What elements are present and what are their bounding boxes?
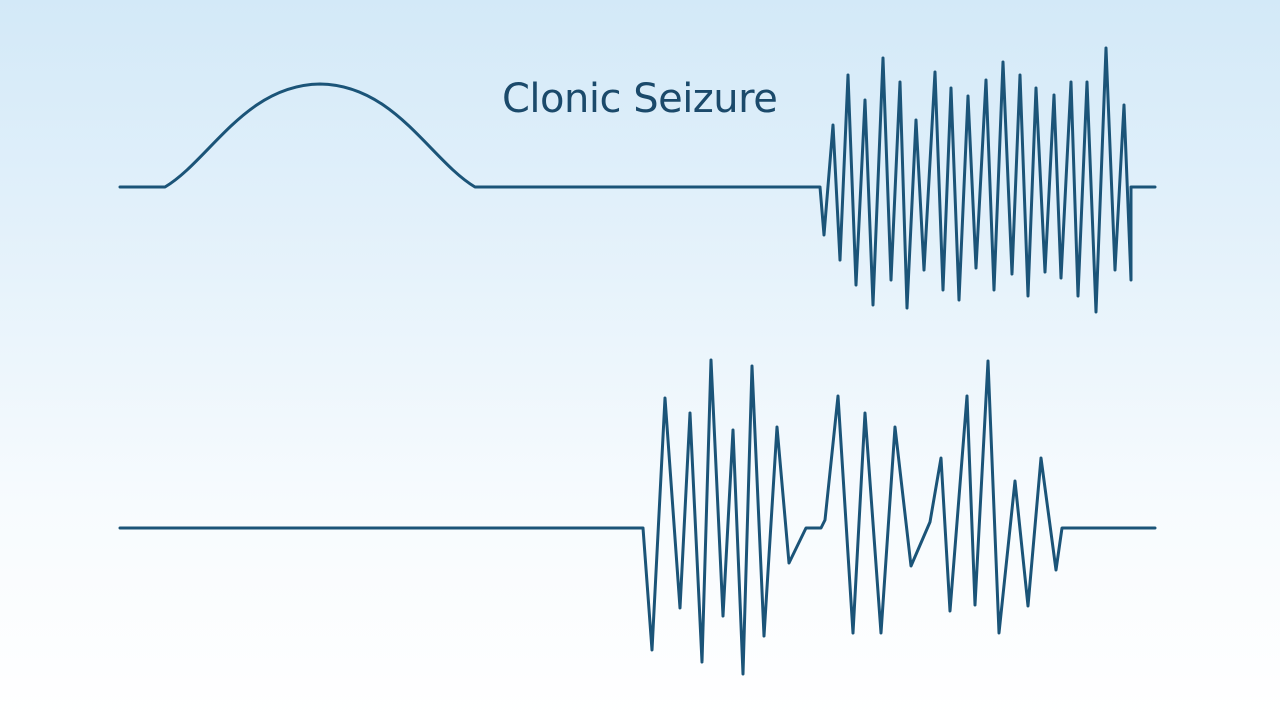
diagram-title: Clonic Seizure (502, 76, 778, 122)
top-trace (118, 46, 1157, 314)
bottom-trace (118, 358, 1157, 676)
